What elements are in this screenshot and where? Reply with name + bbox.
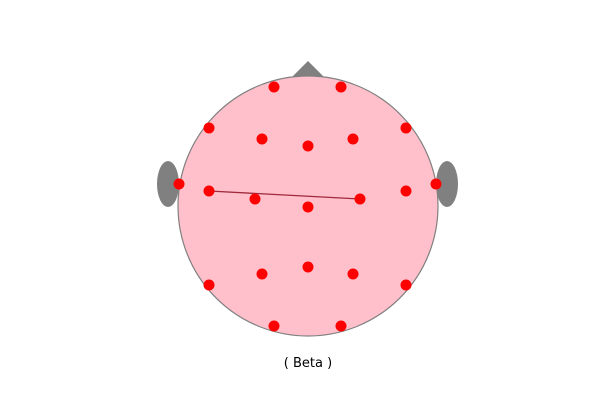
nose-shape [292,61,324,77]
electrode-e20 [268,320,280,332]
electrode-e10 [203,185,215,197]
electrode-e9 [430,178,442,190]
electrode-e8 [173,178,185,190]
band-caption: ( Beta ) [284,356,332,371]
electrode-e11 [400,185,412,197]
electrode-e14 [302,201,314,213]
electrode-e6 [302,140,314,152]
electrode-e1 [268,81,280,93]
right-ear-shape [436,161,458,207]
electrode-e5 [256,133,268,145]
electrode-e2 [335,81,347,93]
electrode-e21 [335,320,347,332]
electrode-e3 [203,122,215,134]
left-ear-shape [157,161,179,207]
electrode-layer [173,81,442,332]
connection-line [208,190,361,200]
electrode-e19 [400,279,412,291]
electrode-e4 [400,122,412,134]
electrode-e15 [256,268,268,280]
electrode-e17 [347,268,359,280]
electrode-e12 [249,193,261,205]
electrode-e16 [302,261,314,273]
electrode-e13 [354,193,366,205]
connection-layer [208,190,361,200]
electrode-e7 [347,133,359,145]
electrode-e18 [203,279,215,291]
